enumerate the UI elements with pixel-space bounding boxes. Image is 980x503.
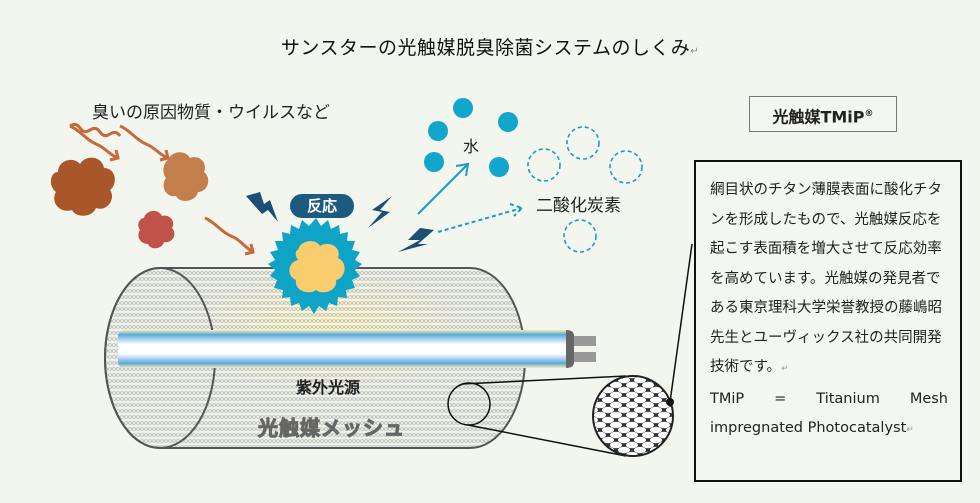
description-en-line2-text: impregnated Photocatalyst — [710, 420, 907, 436]
reaction-badge: 反応 — [290, 194, 354, 218]
co2-arrow-icon — [437, 203, 524, 233]
lightning-bolt-icon — [246, 192, 434, 252]
wave-arrow-icon — [69, 122, 255, 256]
title-text: サンスターの光触媒脱臭除菌システムのしくみ — [280, 37, 691, 59]
paragraph-mark: ↵ — [906, 425, 914, 435]
description-en-line1: TMiP = Titanium Mesh — [710, 390, 948, 407]
description-box: 網目状のチタン薄膜表面に酸化チタンを形成したもので、光触媒反応を起こす表面積を増… — [694, 160, 962, 482]
uv-lamp-icon — [118, 330, 596, 368]
description-en-line2: impregnated Photocatalyst↵ — [710, 414, 948, 446]
uv-source-label: 紫外光源 — [296, 378, 361, 397]
water-label: 水 — [463, 137, 480, 156]
odor-particle-icon — [50, 152, 209, 249]
mesh-label: 光触媒メッシュ — [258, 416, 405, 441]
mesh-zoom-callout — [447, 243, 693, 457]
tmip-badge: 光触媒TMiP® — [749, 96, 897, 132]
paragraph-mark: ↵ — [690, 46, 700, 57]
co2-label: 二酸化炭素 — [536, 196, 621, 216]
description-jp-text: 網目状のチタン薄膜表面に酸化チタンを形成したもので、光触媒反応を起こす表面積を増… — [710, 182, 942, 375]
paragraph-mark: ↵ — [781, 364, 789, 374]
co2-molecule-icon — [527, 126, 643, 253]
reaction-burst-icon — [268, 218, 362, 314]
description-jp: 網目状のチタン薄膜表面に酸化チタンを形成したもので、光触媒反応を起こす表面積を増… — [710, 176, 948, 385]
page-title: サンスターの光触媒脱臭除菌システムのしくみ↵ — [0, 33, 980, 60]
odor-sources-label: 臭いの原因物質・ウイルスなど — [92, 103, 330, 123]
tmip-badge-text: 光触媒TMiP — [772, 107, 865, 127]
water-arrow-icon — [417, 162, 470, 215]
registered-mark: ® — [864, 109, 874, 119]
water-molecule-icon — [424, 98, 518, 177]
